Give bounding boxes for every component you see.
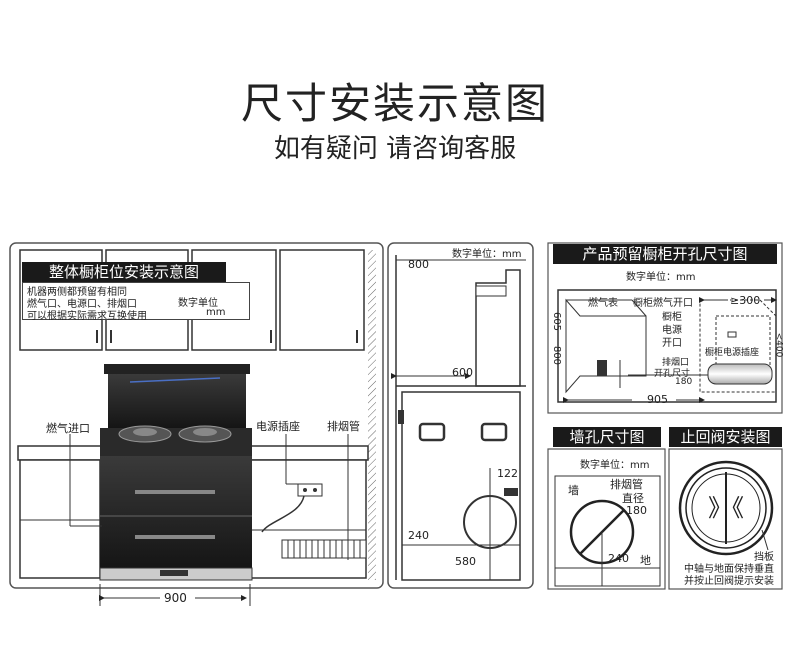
opening-dim-905: 905 [647, 393, 668, 406]
baffle-label: 挡板 [754, 552, 774, 563]
opening-dim-400: <400 [773, 332, 784, 358]
exhaust-hole-line: 开孔尺寸 [654, 369, 691, 379]
pipe-diameter-line: 排烟管 [610, 478, 643, 491]
overview-note-line: 燃气口、电源口、排烟口 [27, 299, 137, 310]
check-valve-note-line: 中轴与地面保持垂直 [684, 564, 774, 575]
width-dimension: 900 [164, 591, 187, 605]
opening-dim-300: ≥300 [730, 294, 761, 307]
cabinet-power-port-line: 开口 [662, 338, 682, 349]
opening-unit: 数字单位：mm [626, 272, 696, 283]
cabinet-power-port-line: 电源 [662, 325, 682, 336]
page-subtitle: 如有疑问 请咨询客服 [273, 134, 517, 164]
cabinet-power-port-line: 橱柜 [662, 312, 682, 323]
wall-label: 墙 [568, 484, 579, 497]
overview-note-box [22, 282, 250, 320]
panel-check-valve: 》《 [668, 448, 783, 590]
wall-hole-unit: 数字单位：mm [580, 460, 650, 471]
overview-unit-label: 数字单位 [178, 298, 218, 309]
gas-inlet-label: 燃气进口 [46, 422, 90, 435]
panel-wall-hole [547, 448, 666, 590]
page-title: 尺寸安装示意图 [240, 79, 549, 128]
overview-note-line: 机器两侧都预留有相同 [27, 287, 127, 298]
check-valve-note-line: 并按止回阀提示安装 [684, 576, 774, 587]
wall-dim-180: 180 [626, 504, 647, 517]
overview-unit: mm [206, 307, 226, 318]
panel-side-section [387, 242, 534, 589]
overview-note-line: 可以根据实际需求互换使用 [27, 311, 147, 322]
opening-dim-180: 180 [675, 377, 693, 387]
gas-meter-label: 燃气表 [588, 298, 618, 309]
section-dim-240: 240 [408, 529, 429, 542]
exhaust-hole-line: 排烟口 [662, 358, 690, 368]
pipe-diameter-line: 直径 [622, 492, 644, 505]
floor-label: 地 [640, 554, 651, 567]
section-dim-580: 580 [455, 555, 476, 568]
check-valve-header: 止回阀安装图 [669, 427, 782, 447]
wall-dim-240: 240 [608, 552, 629, 565]
cabinet-gas-port-label: 橱柜燃气开口 [633, 298, 693, 309]
opening-dim-800: 800 [551, 345, 563, 366]
panel-cabinet-opening [547, 242, 783, 414]
section-dim-800: 800 [408, 258, 429, 271]
svg-text:》《: 》《 [708, 494, 744, 522]
section-unit: 数字单位：mm [452, 249, 522, 260]
opening-header: 产品预留橱柜开孔尺寸图 [553, 244, 777, 264]
wall-hole-header: 墙孔尺寸图 [553, 427, 661, 447]
section-dim-600: 600 [452, 366, 473, 379]
overview-header: 整体橱柜位安装示意图 [22, 262, 226, 282]
cabinet-power-socket-label: 橱柜电源插座 [705, 348, 760, 358]
opening-dim-605: 605 [551, 311, 563, 332]
section-dim-122: 122 [497, 467, 518, 480]
power-socket-label: 电源插座 [256, 420, 300, 433]
exhaust-pipe-label: 排烟管 [327, 420, 360, 433]
